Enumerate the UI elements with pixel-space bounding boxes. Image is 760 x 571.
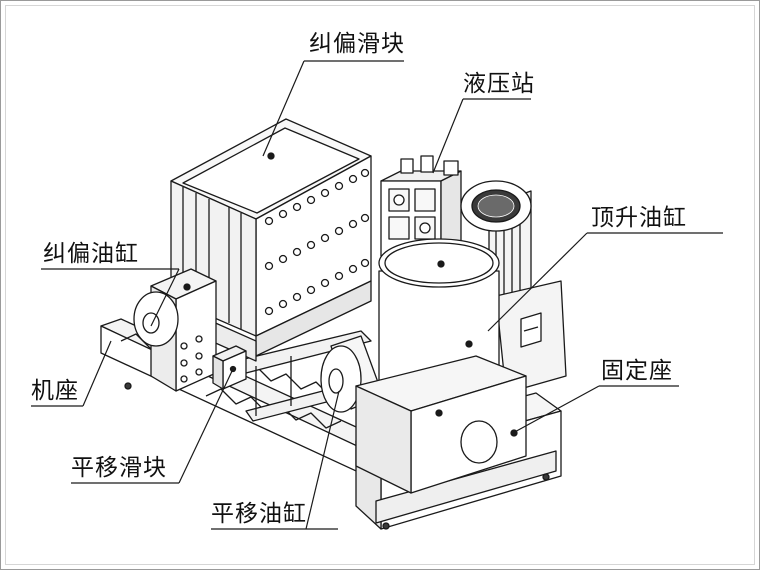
label-lift-cylinder: 顶升油缸 [591, 205, 687, 231]
deviation-slider-box [170, 118, 372, 362]
deviation-cylinder-body [133, 268, 217, 392]
hydraulic-station-valves [380, 155, 462, 257]
fixed-seat-block [355, 355, 527, 494]
leader-lines [31, 60, 723, 530]
label-fixed-seat: 固定座 [601, 358, 673, 384]
label-base: 机座 [31, 378, 79, 404]
translation-slider-blocks [212, 345, 247, 390]
label-translation-slider: 平移滑块 [71, 455, 167, 481]
label-translation-cylinder: 平移油缸 [211, 501, 307, 527]
hydraulic-tank [495, 280, 567, 394]
label-deviation-cylinder: 纠偏油缸 [43, 241, 139, 267]
label-hydraulic-station: 液压站 [463, 71, 535, 97]
label-deviation-slider: 纠偏滑块 [309, 31, 405, 57]
